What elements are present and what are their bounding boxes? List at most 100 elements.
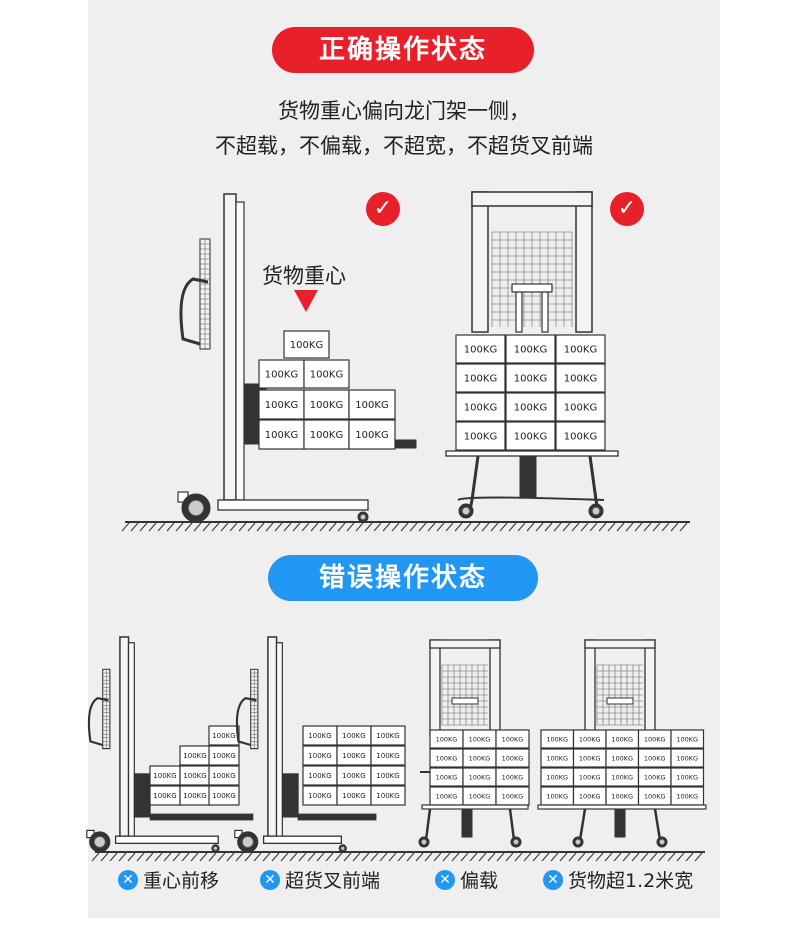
cargo-box: 100KG	[179, 765, 211, 786]
ground-hatch	[256, 522, 265, 532]
ground-hatch	[271, 852, 280, 862]
ground-hatch	[616, 522, 625, 532]
ground-hatch	[208, 852, 217, 862]
box-weight-label: 100KG	[564, 374, 597, 385]
cargo-box: 100KG	[572, 767, 607, 787]
box-weight-label: 100KG	[376, 792, 399, 800]
cargo-box: 100KG	[302, 765, 338, 786]
ground-hatch	[190, 852, 199, 862]
box-weight-label: 100KG	[212, 752, 235, 760]
box-weight-label: 100KG	[153, 792, 176, 800]
ground-hatch	[226, 852, 235, 862]
cargo-box: 100KG	[637, 786, 672, 806]
cargo-box: 100KG	[540, 748, 575, 768]
cargo-box: 100KG	[572, 786, 607, 806]
box-outline	[505, 363, 556, 393]
box-weight-label: 100KG	[342, 772, 365, 780]
box-weight-label: 100KG	[579, 773, 601, 781]
cargo-box: 100KG	[370, 745, 406, 766]
platform	[421, 804, 529, 810]
cargo-box: 100KG	[505, 421, 556, 451]
cylinder-texture	[199, 238, 211, 350]
ground-hatch	[148, 522, 157, 532]
mast-right	[644, 639, 656, 736]
box-outline	[208, 745, 240, 766]
error-item-forward-gravity: ✕重心前移	[118, 868, 219, 894]
ground-hatch	[586, 852, 595, 862]
ground-hatch	[382, 522, 391, 532]
cargo-box: 100KG	[555, 421, 606, 451]
box-weight-label: 100KG	[514, 432, 547, 443]
mast-top-beam	[584, 639, 656, 649]
box-outline	[348, 389, 396, 420]
cargo-box: 100KG	[637, 748, 672, 768]
ground-hatch	[100, 852, 109, 862]
center-post	[519, 455, 537, 499]
fork-carriage	[133, 773, 151, 818]
ground-hatch	[661, 522, 670, 532]
box-outline	[348, 419, 396, 450]
gravity-center-label: 货物重心	[262, 264, 346, 288]
ground-hatch	[613, 852, 622, 862]
correct-description-line-2: 不超载，不偏载，不超宽，不超货叉前端	[215, 134, 593, 158]
box-weight-label: 100KG	[265, 430, 298, 441]
ground-hatch	[145, 852, 154, 862]
ground-hatch	[247, 522, 256, 532]
box-weight-label: 100KG	[310, 430, 343, 441]
ground-hatch	[562, 522, 571, 532]
box-outline	[370, 745, 406, 766]
ground-hatch	[379, 852, 388, 862]
cargo-box: 100KG	[462, 786, 497, 806]
wheel-hub	[591, 506, 601, 516]
ground-hatch	[445, 522, 454, 532]
box-weight-label: 100KG	[514, 345, 547, 356]
ground-hatch	[454, 522, 463, 532]
cargo-box: 100KG	[540, 767, 575, 787]
cargo-box: 100KG	[283, 330, 330, 359]
box-weight-label: 100KG	[514, 374, 547, 385]
ground-hatch	[166, 522, 175, 532]
cargo-box: 100KG	[605, 729, 640, 749]
ground-hatch	[361, 852, 370, 862]
ground-hatch	[328, 522, 337, 532]
cargo-box: 100KG	[670, 786, 705, 806]
box-weight-label: 100KG	[469, 735, 491, 743]
wheel-hub	[574, 838, 582, 846]
ground-hatch	[643, 522, 652, 532]
cargo-box: 100KG	[555, 334, 606, 364]
ground-hatch	[229, 522, 238, 532]
error-item-over-width: ✕货物超1.2米宽	[543, 868, 693, 894]
ground-hatch	[181, 852, 190, 862]
ground-hatch	[172, 852, 181, 862]
ground-hatch	[499, 522, 508, 532]
box-weight-label: 100KG	[436, 754, 458, 762]
cargo-box: 100KG	[495, 748, 530, 768]
ground-hatch	[424, 852, 433, 862]
ground-hatch	[553, 522, 562, 532]
ground-hatch	[679, 522, 688, 532]
fork-rail	[515, 291, 523, 333]
ground-hatch	[406, 852, 415, 862]
wrong-operation-title: 错误操作状态	[268, 555, 538, 601]
box-weight-label: 100KG	[502, 735, 524, 743]
cargo-box: 100KG	[455, 363, 506, 393]
box-weight-label: 100KG	[676, 754, 698, 762]
cargo-box: 100KG	[637, 729, 672, 749]
ground-hatch	[607, 522, 616, 532]
box-weight-label: 100KG	[308, 772, 331, 780]
cargo-box: 100KG	[370, 765, 406, 786]
ground-hatch	[451, 852, 460, 862]
wheel-hub	[241, 835, 254, 848]
ground-hatch	[163, 852, 172, 862]
ground-hatch	[694, 852, 703, 862]
box-weight-label: 100KG	[502, 792, 524, 800]
ground-hatch	[595, 852, 604, 862]
cargo-box: 100KG	[455, 392, 506, 422]
ground-hatch	[280, 852, 289, 862]
ground-hatch	[670, 522, 679, 532]
box-weight-label: 100KG	[502, 773, 524, 781]
wheel-hub	[93, 835, 106, 848]
ground-hatch	[559, 852, 568, 862]
box-outline	[555, 421, 606, 451]
box-weight-label: 100KG	[564, 345, 597, 356]
